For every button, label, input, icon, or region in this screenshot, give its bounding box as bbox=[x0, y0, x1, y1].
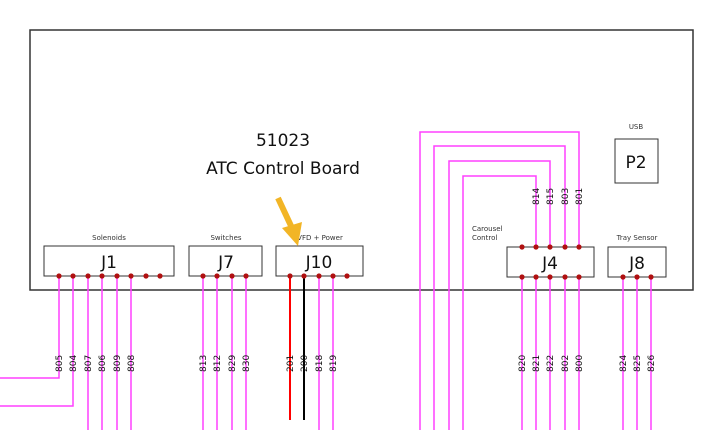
wire-label: 809 bbox=[113, 355, 123, 372]
wire-label: 803 bbox=[561, 188, 571, 205]
wire-1 bbox=[448, 160, 551, 430]
pin bbox=[214, 273, 220, 279]
wire-label: 815 bbox=[546, 188, 556, 205]
pin bbox=[243, 273, 249, 279]
pin bbox=[576, 244, 582, 250]
wire-label: 808 bbox=[127, 355, 137, 372]
j8-label: Tray Sensor bbox=[616, 234, 658, 242]
pin bbox=[634, 274, 640, 280]
pin bbox=[547, 274, 553, 280]
wire-label: 820 bbox=[518, 355, 528, 372]
pin bbox=[287, 273, 293, 279]
wire-label: 805 bbox=[55, 355, 65, 372]
wire-1 bbox=[0, 276, 74, 407]
pin bbox=[316, 273, 322, 279]
j10-label: VFD + Power bbox=[297, 234, 343, 242]
wire-label: 801 bbox=[575, 188, 585, 205]
pin bbox=[99, 273, 105, 279]
wire-label: 813 bbox=[199, 355, 209, 372]
pin bbox=[200, 273, 206, 279]
wire-label: 804 bbox=[69, 355, 79, 372]
pin bbox=[70, 273, 76, 279]
wire-0 bbox=[462, 175, 537, 430]
wire-label: 800 bbox=[575, 355, 585, 372]
j10-name: J10 bbox=[305, 253, 333, 273]
j4-label-line1: Carousel bbox=[472, 225, 503, 233]
wire-label: 821 bbox=[532, 355, 542, 372]
wire-0 bbox=[0, 276, 60, 379]
wire-2 bbox=[433, 145, 566, 430]
p2-name: P2 bbox=[625, 153, 646, 173]
pin bbox=[344, 273, 350, 279]
pin bbox=[157, 273, 163, 279]
pin bbox=[648, 274, 654, 280]
pin bbox=[128, 273, 134, 279]
pin bbox=[56, 273, 62, 279]
j4-label-line2: Control bbox=[472, 234, 497, 242]
pin bbox=[562, 244, 568, 250]
j1-name: J1 bbox=[100, 253, 117, 273]
pin bbox=[519, 244, 525, 250]
pin bbox=[229, 273, 235, 279]
j7-name: J7 bbox=[217, 253, 234, 273]
j8-name: J8 bbox=[628, 254, 645, 274]
connector-j1 bbox=[43, 245, 175, 277]
pin bbox=[620, 274, 626, 280]
connector-j7 bbox=[188, 245, 263, 277]
p2-label: USB bbox=[629, 123, 644, 131]
j7-label: Switches bbox=[210, 234, 241, 242]
wire-label: 818 bbox=[315, 355, 325, 372]
wire-label: 812 bbox=[213, 355, 223, 372]
wire-label: 822 bbox=[546, 355, 556, 372]
board-outline bbox=[29, 29, 694, 291]
wire-label: 806 bbox=[98, 355, 108, 372]
pin bbox=[547, 244, 553, 250]
wire-label: 819 bbox=[329, 355, 339, 372]
pin bbox=[114, 273, 120, 279]
pin bbox=[519, 274, 525, 280]
j4-name: J4 bbox=[541, 254, 558, 274]
wire-label: 814 bbox=[532, 188, 542, 205]
wire-label: 824 bbox=[619, 355, 629, 372]
j1-label: Solenoids bbox=[92, 234, 126, 242]
board-number: 51023 bbox=[256, 131, 310, 151]
pin bbox=[576, 274, 582, 280]
pin bbox=[85, 273, 91, 279]
pin bbox=[533, 274, 539, 280]
wire-label: 826 bbox=[647, 355, 657, 372]
pin bbox=[330, 273, 336, 279]
connector-j4 bbox=[506, 246, 595, 278]
pin bbox=[143, 273, 149, 279]
pin bbox=[533, 244, 539, 250]
pin bbox=[562, 274, 568, 280]
wire-label: 829 bbox=[228, 355, 238, 372]
connector-j10 bbox=[275, 245, 364, 277]
wire-label: 825 bbox=[633, 355, 643, 372]
connector-p2 bbox=[614, 138, 659, 184]
wire-label: 807 bbox=[84, 355, 94, 372]
pin bbox=[301, 273, 307, 279]
wire-label: 830 bbox=[242, 355, 252, 372]
board-name: ATC Control Board bbox=[206, 159, 360, 179]
wire-3 bbox=[419, 131, 580, 430]
wire-label: 201 bbox=[286, 355, 296, 372]
arrow-icon bbox=[275, 196, 302, 246]
wire-label: 802 bbox=[561, 355, 571, 372]
wire-label: 200 bbox=[300, 355, 310, 372]
